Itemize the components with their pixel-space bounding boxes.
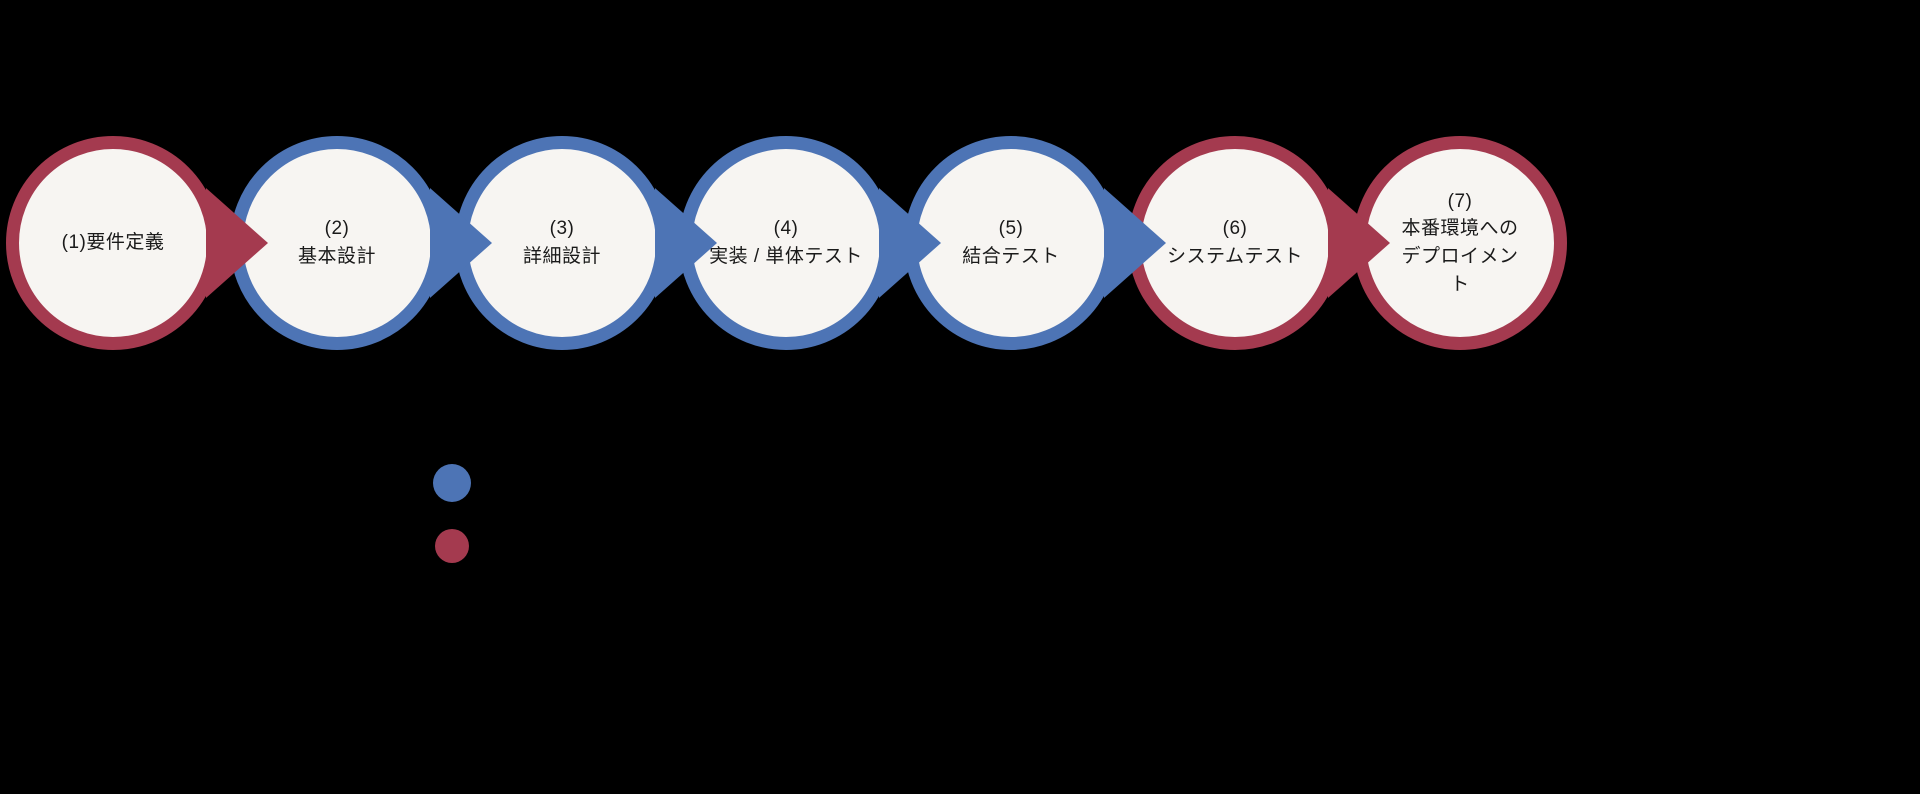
step-label: (7) 本番環境への デプロイメン ト [1401,190,1519,295]
step-label: (2) 基本設計 [297,218,376,267]
step-label: (5) 結合テスト [962,218,1060,267]
step-circle: (1)要件定義 [6,136,220,350]
step-label: (6) システムテスト [1167,218,1303,267]
legend-dot-red-icon [435,529,469,563]
step-label: (1)要件定義 [61,232,165,254]
step-label: (4) 実装 / 単体テスト [709,218,863,267]
process-step-7: (7) 本番環境への デプロイメン ト [1353,136,1567,350]
step-label: (3) 詳細設計 [522,218,601,267]
legend-dot-blue-icon [433,464,471,502]
process-step-1: (1)要件定義 [6,136,268,350]
